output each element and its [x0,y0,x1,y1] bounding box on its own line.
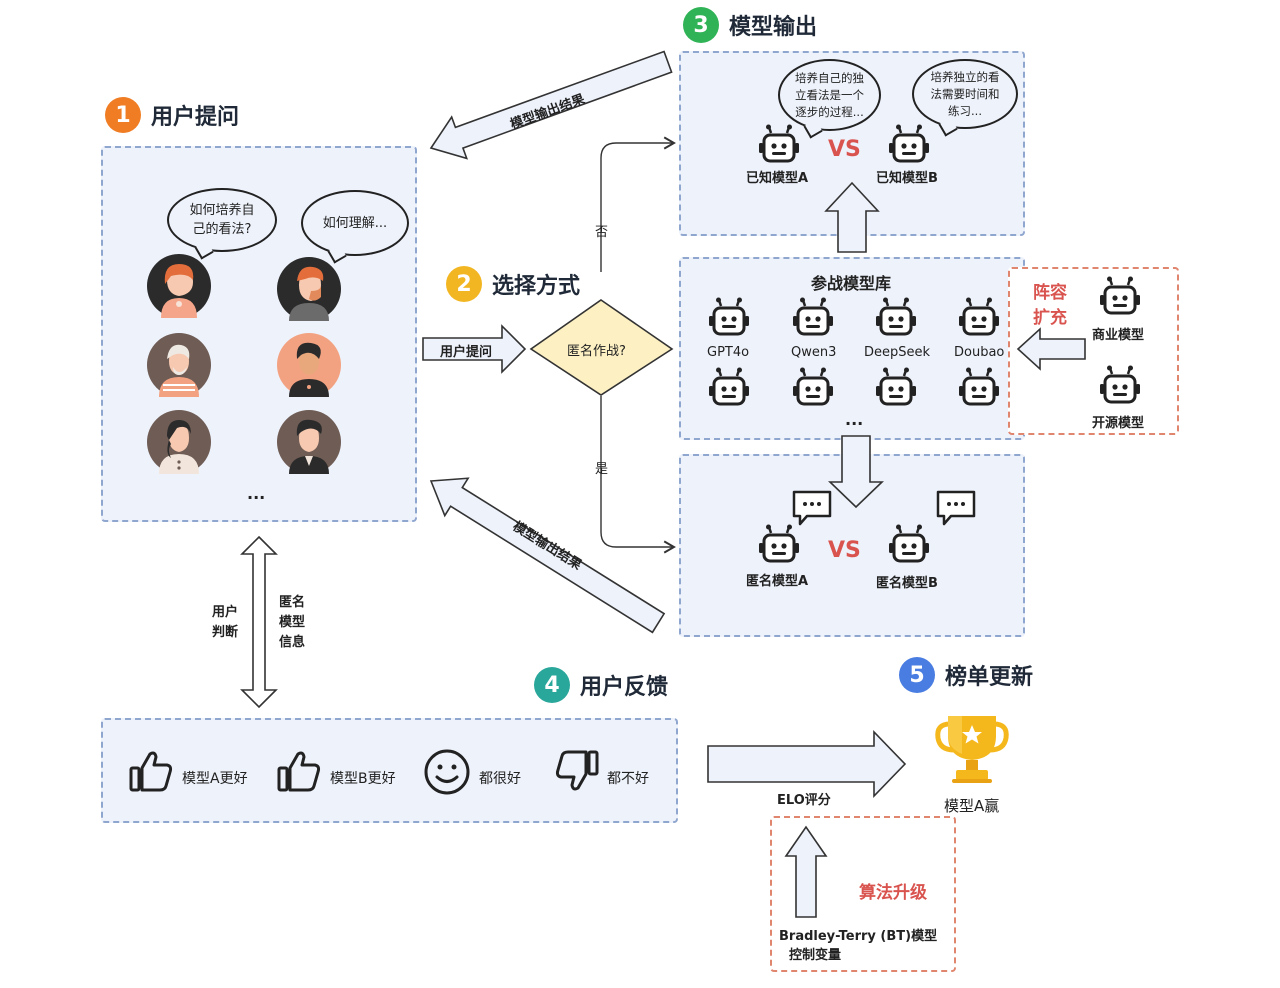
user-avatar-icon [277,410,341,474]
expansion-arrow [1016,327,1086,371]
robot-icon [959,297,999,336]
user-avatar-icon [277,333,341,397]
trophy-icon [935,716,1009,783]
thumbs-down-icon [555,750,599,791]
user-panel-ellipsis: ... [247,484,266,503]
anon-model-b-label: 匿名模型B [876,576,938,591]
feedback-both-good-label[interactable]: 都很好 [479,771,521,787]
thumbs-up-icon [277,751,321,792]
step-1-title: 用户提问 [151,105,240,130]
robot-icon [759,524,799,563]
lineup-expansion-panel [1008,267,1179,435]
model-name-deepseek: DeepSeek [864,345,931,360]
user-question-arrow [422,324,527,374]
judge-double-arrow [240,535,278,709]
decision-label: 匿名作战? [567,344,626,359]
step-4-header: 4 用户反馈 [534,667,668,703]
smiley-face-icon [424,749,470,795]
user-avatar-icon [147,254,211,318]
step-2-header: 2 选择方式 [446,266,580,302]
step-3-header: 3 模型输出 [683,7,817,43]
anon-vs-label: VS [828,538,861,563]
result-arrow-top [429,50,673,160]
feedback-a-better-label[interactable]: 模型A更好 [182,771,248,787]
message-bubble-icon [792,490,832,526]
step-1-header: 1 用户提问 [105,97,239,133]
step-5-header: 5 榜单更新 [899,657,1033,693]
branch-yes-label: 是 [595,462,609,477]
message-bubble-icon [936,490,976,526]
robot-icon [709,297,749,336]
anon-model-info-label: 匿名模型信息 [279,595,306,650]
commercial-model-label: 商业模型 [1092,328,1145,343]
known-bubble-a: 培养自己的独立看法是一个逐步的过程... [778,59,881,131]
robot-icon [1100,365,1140,404]
robot-icon [959,367,999,406]
user-avatar-icon [277,257,341,321]
user-feedback-panel [101,718,678,823]
robot-icon [709,367,749,406]
user-judge-label: 用户判断 [212,605,239,640]
step-5-number: 5 [899,657,935,693]
step-1-number: 1 [105,97,141,133]
step-2-title: 选择方式 [492,274,581,299]
known-model-b-label: 已知模型B [876,171,938,186]
model-pool-ellipsis: ... [845,410,864,429]
user-question-arrow-label: 用户提问 [440,345,493,360]
user-bubble-2: 如何理解... [301,190,409,256]
known-bubble-b: 培养独立的看法需要时间和练习... [912,59,1018,129]
step-4-title: 用户反馈 [580,675,669,700]
anon-model-a-label: 匿名模型A [746,574,809,589]
robot-icon [889,524,929,563]
pool-to-anon-arrow [828,435,884,509]
known-model-a-label: 已知模型A [746,171,809,186]
model-name-gpt4o: GPT4o [707,345,750,360]
bt-up-arrow [784,825,828,918]
step-5-title: 榜单更新 [945,665,1034,690]
user-avatar-icon [147,333,211,397]
algorithm-upgrade-title: 算法升级 [859,883,927,903]
robot-icon [793,297,833,336]
thumbs-up-icon [129,751,173,792]
robot-icon [876,297,916,336]
known-vs-label: VS [828,137,861,162]
open-source-model-label: 开源模型 [1092,416,1145,431]
branch-no-line [600,136,676,272]
elo-arrow [707,730,907,798]
lineup-expansion-title: 阵容扩充 [1033,283,1067,328]
feedback-b-better-label[interactable]: 模型B更好 [330,771,396,787]
step-3-number: 3 [683,7,719,43]
elo-score-label: ELO评分 [777,793,831,808]
branch-yes-line [600,396,676,554]
step-2-number: 2 [446,266,482,302]
result-arrow-bottom [429,477,666,634]
model-name-doubao: Doubao [954,345,1005,360]
step-4-number: 4 [534,667,570,703]
bt-model-label: Bradley-Terry (BT)模型控制变量 [779,929,938,963]
robot-icon [1100,276,1140,315]
feedback-both-bad-label[interactable]: 都不好 [607,771,649,787]
model-pool-title: 参战模型库 [811,274,892,293]
robot-icon [889,124,929,163]
step-3-title: 模型输出 [729,15,818,40]
robot-icon [759,124,799,163]
user-avatar-icon [147,410,211,474]
user-bubble-1: 如何培养自己的看法? [167,188,277,252]
winner-label: 模型A赢 [944,797,1000,815]
model-name-qwen3: Qwen3 [791,345,837,360]
decision-diamond [529,299,674,396]
pool-to-known-arrow [824,181,880,253]
robot-icon [876,367,916,406]
robot-icon [793,367,833,406]
branch-no-label: 否 [595,225,609,240]
